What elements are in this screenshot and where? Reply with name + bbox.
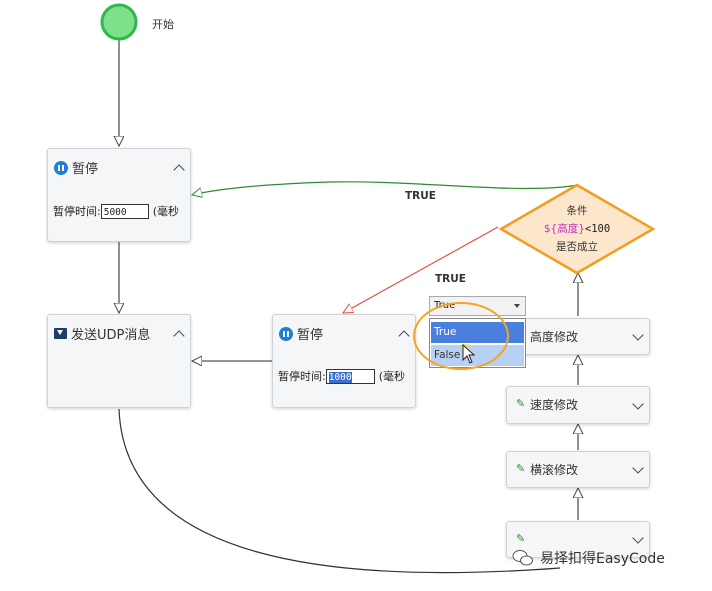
edge-label-true-mid: TRUE [435, 273, 466, 285]
caret-down-icon [514, 304, 520, 308]
edit-icon: ✎ [516, 532, 526, 545]
udp-node-title: 发送UDP消息 [71, 328, 151, 343]
edge-condition-true [192, 181, 579, 195]
start-node-circle [100, 3, 138, 41]
expand-chevron-icon[interactable] [632, 462, 644, 474]
start-label: 开始 [152, 18, 174, 31]
wechat-icon [512, 550, 533, 566]
edge-label-true-top: TRUE [405, 190, 436, 202]
pause-time-row: 暂停时间: 1000 (毫秒 [278, 368, 405, 384]
udp-node-header: 发送UDP消息 [54, 324, 150, 343]
pause-node-1[interactable]: 暂停 暂停时间: 5000 (毫秒 [47, 148, 191, 242]
pause-node-2-header: 暂停 [279, 324, 323, 343]
edge-condition-false [343, 226, 499, 313]
condition-operator: <100 [584, 223, 611, 235]
collapse-chevron-icon[interactable] [398, 330, 410, 342]
pause-node-2-title: 暂停 [297, 328, 324, 343]
pause-time-value-selected: 1000 [328, 371, 352, 383]
condition-diamond [498, 183, 656, 275]
roll-modify-node[interactable]: ✎ 横滚修改 [506, 451, 650, 488]
height-modify-node[interactable]: 高度修改 [506, 318, 650, 355]
edit-icon: ✎ [516, 462, 526, 475]
pause-icon [54, 160, 68, 175]
highlight-ring [413, 302, 509, 370]
pause-time-row: 暂停时间: 5000 (毫秒 [53, 203, 179, 219]
roll-modify-label: 横滚修改 [530, 463, 579, 477]
pause-node-2[interactable]: 暂停 暂停时间: 1000 (毫秒 [272, 314, 416, 408]
mouse-cursor-icon [462, 344, 476, 364]
pause-icon [279, 326, 293, 341]
watermark-text: 易择扣得EasyCode [540, 551, 665, 567]
speed-modify-label: 速度修改 [530, 398, 579, 412]
edge-udp-loop [118, 408, 561, 574]
pause-time-label: 暂停时间: [53, 205, 101, 218]
collapse-chevron-icon[interactable] [173, 164, 185, 176]
speed-modify-node[interactable]: ✎ 速度修改 [506, 386, 650, 424]
collapse-chevron-icon[interactable] [173, 330, 185, 342]
pause-time-input[interactable]: 5000 [100, 203, 149, 219]
edit-icon: ✎ [516, 397, 526, 410]
udp-send-node[interactable]: 发送UDP消息 [47, 314, 191, 408]
pause-time-input[interactable]: 1000 [325, 368, 375, 384]
partial-modify-node[interactable]: ✎ [506, 521, 650, 558]
expand-chevron-icon[interactable] [632, 532, 644, 544]
condition-line3: 是否成立 [556, 241, 598, 253]
pause-node-1-header: 暂停 [54, 158, 98, 177]
watermark: 易择扣得EasyCode [512, 548, 665, 568]
pause-node-1-title: 暂停 [72, 162, 99, 177]
download-icon [54, 328, 67, 339]
pause-time-label: 暂停时间: [278, 370, 326, 383]
height-modify-label: 高度修改 [530, 330, 579, 344]
pause-time-unit: (毫秒 [152, 205, 180, 218]
condition-expression: ${高度}<100 [527, 221, 627, 236]
expand-chevron-icon[interactable] [632, 329, 644, 341]
pause-time-unit: (毫秒 [378, 370, 406, 383]
expand-chevron-icon[interactable] [632, 398, 644, 410]
condition-line1: 条件 [566, 205, 588, 217]
condition-variable: ${高度} [543, 223, 585, 235]
